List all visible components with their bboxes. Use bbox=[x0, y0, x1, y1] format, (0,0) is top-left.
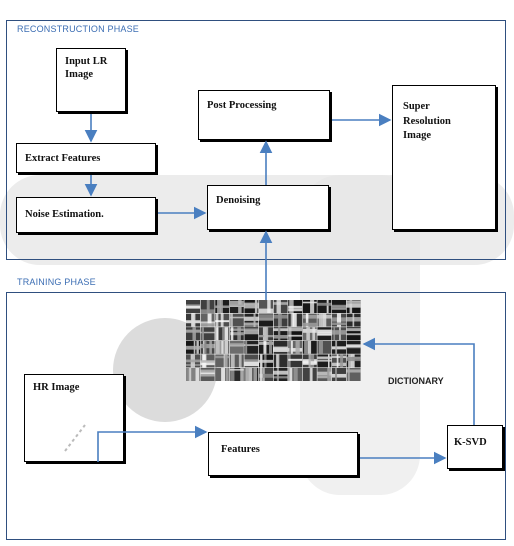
dictionary-patch bbox=[273, 354, 288, 368]
dictionary-patch bbox=[259, 354, 273, 368]
arrow-hr-to-features bbox=[97, 425, 208, 462]
dictionary-patch bbox=[332, 313, 346, 327]
dictionary-patch bbox=[244, 354, 259, 368]
ksvd-box: K-SVD bbox=[447, 425, 503, 469]
dictionary-patch bbox=[288, 340, 303, 354]
hr-image-box: HR Image bbox=[24, 374, 124, 462]
super-resolution-image-label: Super Resolution Image bbox=[403, 101, 451, 142]
denoising-box: Denoising bbox=[207, 185, 329, 230]
ksvd-label: K-SVD bbox=[454, 437, 487, 448]
dictionary-patch bbox=[288, 300, 303, 313]
dictionary-patch bbox=[200, 300, 215, 314]
dictionary-patch bbox=[215, 313, 230, 327]
reconstruction-phase-frame bbox=[6, 20, 506, 260]
dictionary-patch bbox=[332, 368, 346, 381]
dictionary-patch bbox=[244, 313, 259, 327]
extract-features-label: Extract Features bbox=[25, 153, 101, 164]
dictionary-patch bbox=[200, 313, 215, 327]
dictionary-patch bbox=[200, 340, 215, 354]
dictionary-patch bbox=[200, 354, 215, 368]
dictionary-patch bbox=[215, 340, 230, 354]
dictionary-patch bbox=[244, 300, 259, 313]
dictionary-patch bbox=[317, 340, 332, 354]
dictionary-patch bbox=[273, 313, 288, 327]
dictionary-patch bbox=[200, 368, 215, 381]
dictionary-patch bbox=[332, 300, 346, 313]
dictionary-patch bbox=[186, 354, 200, 368]
dictionary-patch bbox=[302, 300, 317, 313]
training-phase-frame bbox=[6, 292, 506, 540]
dictionary-patch bbox=[288, 327, 303, 341]
features-label: Features bbox=[221, 444, 260, 455]
dictionary-patch bbox=[215, 300, 230, 313]
dictionary-patch bbox=[302, 354, 317, 368]
dictionary-patch bbox=[186, 368, 200, 381]
dictionary-patch bbox=[332, 327, 346, 341]
dictionary-patch bbox=[259, 313, 273, 327]
dictionary-patch bbox=[302, 313, 317, 327]
dictionary-patch bbox=[259, 300, 273, 313]
post-processing-box: Post Processing bbox=[198, 90, 330, 140]
dictionary-patch bbox=[259, 340, 273, 354]
dictionary-patch bbox=[288, 354, 303, 368]
dictionary-patch bbox=[229, 354, 244, 368]
dictionary-patch bbox=[244, 368, 259, 381]
dictionary-patch bbox=[229, 340, 244, 354]
dictionary-patch bbox=[288, 313, 303, 327]
training-phase-title: TRAINING PHASE bbox=[17, 277, 96, 287]
super-resolution-image-box: Super Resolution Image bbox=[392, 85, 496, 230]
input-lr-image-box: Input LR Image bbox=[56, 48, 126, 112]
dictionary-patch bbox=[215, 327, 230, 341]
dictionary-patch bbox=[273, 340, 288, 354]
input-lr-image-label: Input LR Image bbox=[65, 56, 108, 81]
dictionary-patch bbox=[186, 313, 200, 327]
dictionary-patch bbox=[346, 313, 361, 327]
post-processing-label: Post Processing bbox=[207, 100, 277, 111]
arrow-ksvd-to-dictionary bbox=[362, 337, 475, 425]
dictionary-patch bbox=[302, 368, 317, 381]
dictionary-patch bbox=[259, 368, 273, 381]
dictionary-patches bbox=[186, 300, 361, 381]
dictionary-patch bbox=[317, 354, 332, 368]
dictionary-patch bbox=[332, 354, 346, 368]
hr-image-label: HR Image bbox=[33, 382, 80, 393]
reconstruction-phase-title: RECONSTRUCTION PHASE bbox=[17, 24, 140, 34]
dictionary-patch bbox=[186, 340, 200, 354]
dictionary-patch bbox=[346, 340, 361, 354]
dictionary-patch bbox=[244, 327, 259, 341]
dictionary-patch bbox=[186, 300, 200, 313]
features-box: Features bbox=[208, 432, 358, 476]
extract-features-box: Extract Features bbox=[16, 143, 156, 173]
dictionary-patch bbox=[273, 300, 288, 313]
dictionary-patch bbox=[215, 368, 230, 381]
dictionary-patch bbox=[302, 340, 317, 354]
dictionary-patch bbox=[288, 368, 303, 381]
dictionary-patch bbox=[317, 327, 332, 341]
dictionary-patch bbox=[259, 327, 273, 341]
dictionary-patch bbox=[273, 327, 288, 341]
dictionary-patch bbox=[346, 354, 361, 368]
dictionary-label: DICTIONARY bbox=[388, 376, 444, 386]
dictionary-patch bbox=[215, 354, 230, 368]
dictionary-patch bbox=[346, 300, 361, 313]
dictionary-patch bbox=[229, 368, 244, 381]
dictionary-patch bbox=[317, 313, 332, 327]
dictionary-patch bbox=[332, 340, 346, 354]
dictionary-patch bbox=[273, 368, 288, 381]
dictionary-patch bbox=[229, 300, 244, 313]
dictionary-patch bbox=[302, 327, 317, 341]
dictionary-patch bbox=[186, 327, 200, 341]
dictionary-patch bbox=[229, 313, 244, 327]
dictionary-patch bbox=[317, 300, 332, 313]
noise-estimation-box: Noise Estimation. bbox=[16, 197, 156, 233]
noise-estimation-label: Noise Estimation. bbox=[25, 209, 104, 220]
dictionary-patch bbox=[229, 327, 244, 341]
dictionary-patch bbox=[200, 327, 215, 341]
dictionary-patch bbox=[244, 340, 259, 354]
dictionary-patch bbox=[317, 368, 332, 381]
denoising-label: Denoising bbox=[216, 195, 261, 206]
dictionary-patch bbox=[346, 368, 361, 381]
dictionary-patch bbox=[346, 327, 361, 341]
